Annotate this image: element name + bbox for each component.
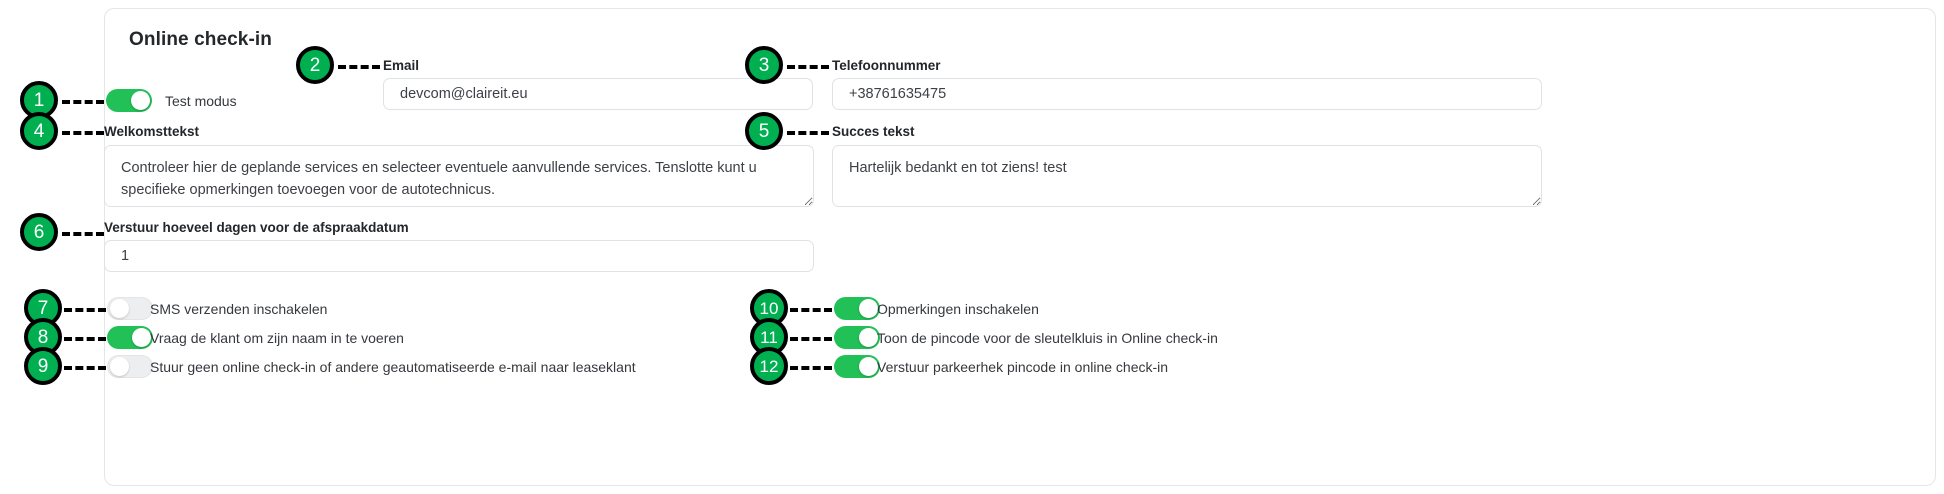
toggle-verstuur-parkeerhek-pincode[interactable]	[834, 355, 880, 378]
annotation-badge-12: 12	[750, 347, 788, 385]
toggle-knob	[859, 328, 878, 347]
annotation-connector-2	[338, 65, 380, 69]
toggle-label-test-modus: Test modus	[165, 93, 237, 109]
success-text-textarea[interactable]: Hartelijk bedankt en tot ziens! test	[832, 145, 1542, 207]
toggle-knob	[859, 357, 878, 376]
annotation-connector-6	[62, 232, 104, 236]
annotation-badge-9: 9	[24, 347, 62, 385]
welcome-text-textarea[interactable]: Controleer hier de geplande services en …	[104, 145, 814, 207]
toggle-label-vraag-klant-naam: Vraag de klant om zijn naam in te voeren	[150, 330, 404, 346]
annotation-badge-11: 11	[750, 318, 788, 356]
toggle-geen-online-checkin-mail[interactable]	[107, 355, 153, 378]
annotation-badge-4: 4	[20, 112, 58, 150]
toggle-label-geen-online-checkin-mail: Stuur geen online check-in of andere gea…	[150, 359, 636, 375]
annotation-connector-8	[64, 337, 106, 341]
annotation-connector-5	[787, 131, 829, 135]
toggle-label-verstuur-parkeerhek-pincode: Verstuur parkeerhek pincode in online ch…	[877, 359, 1169, 375]
page-title: Online check-in	[129, 29, 272, 50]
annotation-connector-3	[787, 65, 829, 69]
label-telefoonnummer: Telefoonnummer	[832, 58, 941, 73]
annotation-connector-11	[790, 337, 832, 341]
annotation-connector-9	[64, 366, 106, 370]
annotation-connector-12	[790, 366, 832, 370]
toggle-sms-verzenden[interactable]	[107, 297, 153, 320]
toggle-label-opmerkingen-inschakelen: Opmerkingen inschakelen	[877, 301, 1039, 317]
label-email: Email	[383, 58, 420, 73]
phone-field[interactable]	[832, 78, 1542, 110]
annotation-badge-3: 3	[745, 46, 783, 84]
annotation-badge-6: 6	[20, 213, 58, 251]
toggle-knob	[132, 328, 151, 347]
toggle-knob	[131, 91, 150, 110]
label-welkomsttekst: Welkomsttekst	[104, 124, 200, 139]
toggle-knob	[110, 299, 129, 318]
email-field[interactable]	[383, 78, 813, 110]
annotation-connector-7	[64, 308, 106, 312]
toggle-test-modus[interactable]	[106, 89, 152, 112]
annotation-badge-2: 2	[296, 46, 334, 84]
toggle-vraag-klant-naam[interactable]	[107, 326, 153, 349]
annotation-badge-8: 8	[24, 318, 62, 356]
label-succes-tekst: Succes tekst	[832, 124, 915, 139]
toggle-opmerkingen-inschakelen[interactable]	[834, 297, 880, 320]
annotation-badge-5: 5	[745, 112, 783, 150]
annotation-connector-10	[790, 308, 832, 312]
days-before-appointment-field[interactable]	[104, 240, 814, 272]
annotation-connector-1	[62, 100, 104, 104]
toggle-label-sms-verzenden: SMS verzenden inschakelen	[150, 301, 328, 317]
annotation-connector-4	[62, 131, 104, 135]
toggle-knob	[859, 299, 878, 318]
toggle-knob	[110, 357, 129, 376]
toggle-toon-pincode-sleutelkluis[interactable]	[834, 326, 880, 349]
label-verstuur-dagen: Verstuur hoeveel dagen voor de afspraakd…	[104, 220, 409, 235]
toggle-label-toon-pincode-sleutelkluis: Toon de pincode voor de sleutelkluis in …	[877, 330, 1218, 346]
